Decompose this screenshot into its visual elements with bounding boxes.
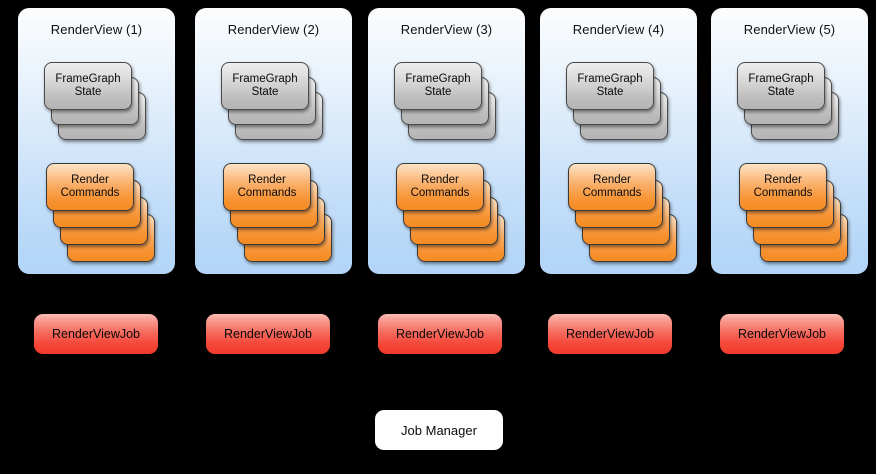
render-commands-card-front[interactable]: Render Commands (568, 163, 656, 211)
render-view-job-label: RenderViewJob (395, 327, 485, 341)
framegraph-state-card-front[interactable]: FrameGraph State (221, 62, 309, 110)
render-view-job-label: RenderViewJob (223, 327, 313, 341)
job-manager-box[interactable]: Job Manager (375, 410, 503, 450)
framegraph-state-card-front[interactable]: FrameGraph State (394, 62, 482, 110)
framegraph-state-stack: FrameGraph State (44, 62, 154, 148)
framegraph-state-label: FrameGraph State (748, 73, 814, 98)
render-view-title: RenderView (3) (400, 22, 493, 37)
render-commands-stack: Render Commands (568, 163, 683, 267)
render-commands-stack: Render Commands (223, 163, 338, 267)
render-view-title: RenderView (1) (50, 22, 143, 37)
render-view-job-4[interactable]: RenderViewJob (548, 314, 672, 354)
render-view-title: RenderView (2) (227, 22, 320, 37)
render-commands-stack: Render Commands (739, 163, 854, 267)
render-commands-stack: Render Commands (396, 163, 511, 267)
render-commands-card-front[interactable]: Render Commands (223, 163, 311, 211)
framegraph-state-label: FrameGraph State (55, 73, 121, 98)
render-view-job-3[interactable]: RenderViewJob (378, 314, 502, 354)
render-view-jobs-row: RenderViewJob RenderViewJob RenderViewJob R… (0, 314, 876, 358)
render-view-job-1[interactable]: RenderViewJob (34, 314, 158, 354)
render-commands-label: Render Commands (60, 174, 120, 199)
render-view-job-5[interactable]: RenderViewJob (720, 314, 844, 354)
render-view-job-label: RenderViewJob (737, 327, 827, 341)
framegraph-state-label: FrameGraph State (405, 73, 471, 98)
render-commands-card-front[interactable]: Render Commands (396, 163, 484, 211)
render-commands-card-front[interactable]: Render Commands (739, 163, 827, 211)
framegraph-state-stack: FrameGraph State (566, 62, 676, 148)
framegraph-state-stack: FrameGraph State (737, 62, 847, 148)
framegraph-state-stack: FrameGraph State (394, 62, 504, 148)
render-view-title: RenderView (4) (572, 22, 665, 37)
framegraph-state-card-front[interactable]: FrameGraph State (566, 62, 654, 110)
render-commands-label: Render Commands (753, 174, 813, 199)
render-view-title: RenderView (5) (743, 22, 836, 37)
job-manager-label: Job Manager (401, 422, 477, 438)
framegraph-state-card-front[interactable]: FrameGraph State (44, 62, 132, 110)
framegraph-state-stack: FrameGraph State (221, 62, 331, 148)
framegraph-state-card-front[interactable]: FrameGraph State (737, 62, 825, 110)
framegraph-state-label: FrameGraph State (577, 73, 643, 98)
render-commands-label: Render Commands (237, 174, 297, 199)
render-commands-label: Render Commands (410, 174, 470, 199)
render-view-job-label: RenderViewJob (565, 327, 655, 341)
framegraph-state-label: FrameGraph State (232, 73, 298, 98)
render-commands-label: Render Commands (582, 174, 642, 199)
render-commands-stack: Render Commands (46, 163, 161, 267)
render-view-job-2[interactable]: RenderViewJob (206, 314, 330, 354)
render-commands-card-front[interactable]: Render Commands (46, 163, 134, 211)
render-view-job-label: RenderViewJob (51, 327, 141, 341)
